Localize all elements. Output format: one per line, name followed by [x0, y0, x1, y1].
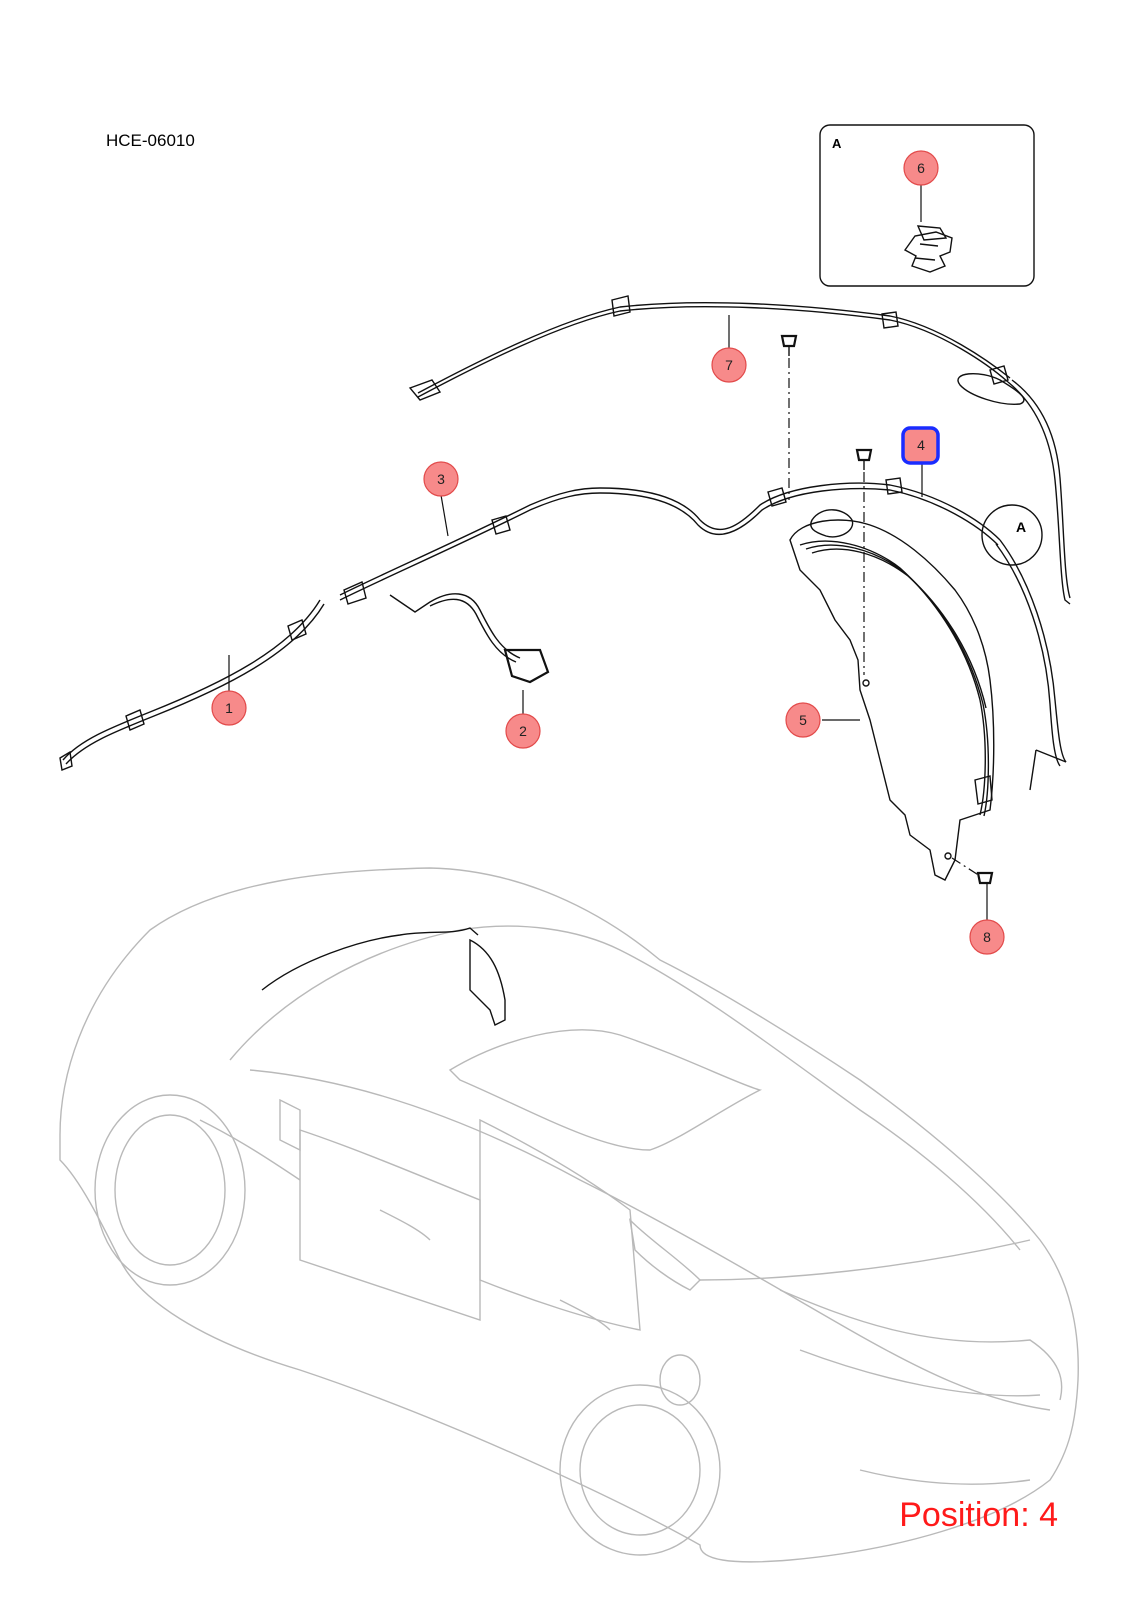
callout-4-number: 4	[917, 437, 925, 453]
callout-2[interactable]: 2	[505, 713, 541, 749]
detail-a-marker: A	[981, 504, 1043, 566]
detail-a-marker-label: A	[1016, 519, 1026, 535]
callout-7[interactable]: 7	[711, 347, 747, 383]
callout-1[interactable]: 1	[211, 690, 247, 726]
callout-3-number: 3	[437, 471, 445, 487]
callout-5-number: 5	[799, 712, 807, 728]
roof-harness-upper	[408, 295, 1071, 605]
callout-6-number: 6	[917, 160, 925, 176]
bolt-upper	[780, 334, 798, 500]
detail-a-inset: A	[819, 124, 1035, 287]
bolt-lower	[951, 857, 994, 885]
washer-tank-part	[789, 509, 995, 881]
callout-8-number: 8	[983, 929, 991, 945]
callout-3[interactable]: 3	[423, 461, 459, 497]
callout-6[interactable]: 6	[903, 150, 939, 186]
callout-5[interactable]: 5	[785, 702, 821, 738]
callout-4-selected[interactable]: 4	[901, 426, 940, 465]
callout-8[interactable]: 8	[969, 919, 1005, 955]
bolt-tank-top	[855, 448, 873, 675]
callout-7-number: 7	[725, 357, 733, 373]
roof-harness-lower	[59, 599, 325, 771]
diagram-code: HCE-06010	[106, 131, 195, 150]
clip-part-icon	[903, 225, 953, 273]
callout-2-number: 2	[519, 723, 527, 739]
car-outline	[59, 867, 1079, 1563]
detail-a-label: A	[832, 136, 842, 151]
leader-lines	[228, 315, 988, 920]
position-indicator: Position: 4	[899, 1496, 1058, 1534]
roof-harness-middle	[339, 477, 1067, 791]
callout-1-number: 1	[225, 700, 233, 716]
